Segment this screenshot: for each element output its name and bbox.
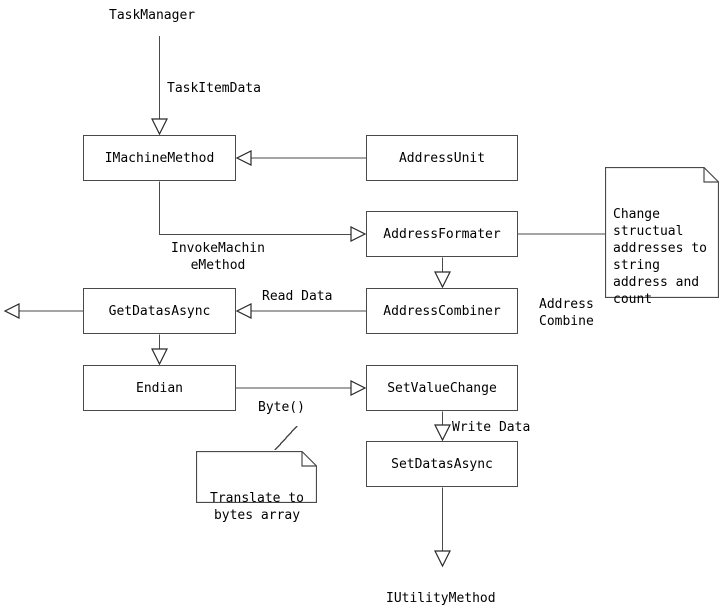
label-address-combine: Address Combine [539,297,594,329]
node-label: SetDatasAsync [391,456,493,472]
label-iutilitymethod: IUtilityMethod [386,591,496,606]
label-byte: Byte() [258,400,305,415]
arrowhead-left-getdatasasync [235,303,252,319]
label-write-data: Write Data [452,420,531,435]
node-setdatasasync[interactable]: SetDatasAsync [366,441,518,487]
arrowhead-down-iutilitymethod [434,550,451,568]
arrowhead-right-setvaluechange [350,380,367,396]
node-label: Endian [136,380,183,396]
node-addressformater[interactable]: AddressFormater [366,211,518,257]
arrowhead-down-setdatasasync [434,424,451,442]
node-setvaluechange[interactable]: SetValueChange [366,365,518,411]
label-invokemachinemethod: InvokeMachin eMethod [171,241,265,273]
node-label: IMachineMethod [104,150,215,166]
note-text: Change structual addresses to string add… [613,207,707,307]
note-address-change[interactable]: Change structual addresses to string add… [605,167,719,307]
label-taskitemdata: TaskItemData [167,81,261,96]
node-label: AddressFormater [383,226,501,242]
node-label: SetValueChange [387,380,497,396]
node-label: GetDatasAsync [108,303,211,319]
node-label: AddressUnit [398,150,486,166]
arrowhead-down-endian [151,348,168,366]
node-endian[interactable]: Endian [83,365,236,411]
node-imachinemethod[interactable]: IMachineMethod [83,135,236,181]
arrowhead-down-imachinemethod [151,118,168,136]
label-read-data: Read Data [262,289,333,304]
arrowhead-right-addressformater [350,226,367,242]
note-text: Translate to bytes array [210,491,304,523]
label-taskmanager: TaskManager [109,8,196,23]
node-addressunit[interactable]: AddressUnit [366,135,518,181]
connector-imachinemethod-addressformater [158,181,352,236]
arrowhead-left-imachinemethod [235,150,252,166]
node-label: AddressCombiner [383,303,501,319]
node-getdatasasync[interactable]: GetDatasAsync [83,288,236,334]
node-addresscombiner[interactable]: AddressCombiner [366,288,518,334]
connector-note-byte [274,425,298,451]
arrowhead-left-out [3,303,20,319]
arrowhead-down-addresscombiner [434,271,451,289]
note-translate-bytes[interactable]: Translate to bytes array [196,451,317,523]
